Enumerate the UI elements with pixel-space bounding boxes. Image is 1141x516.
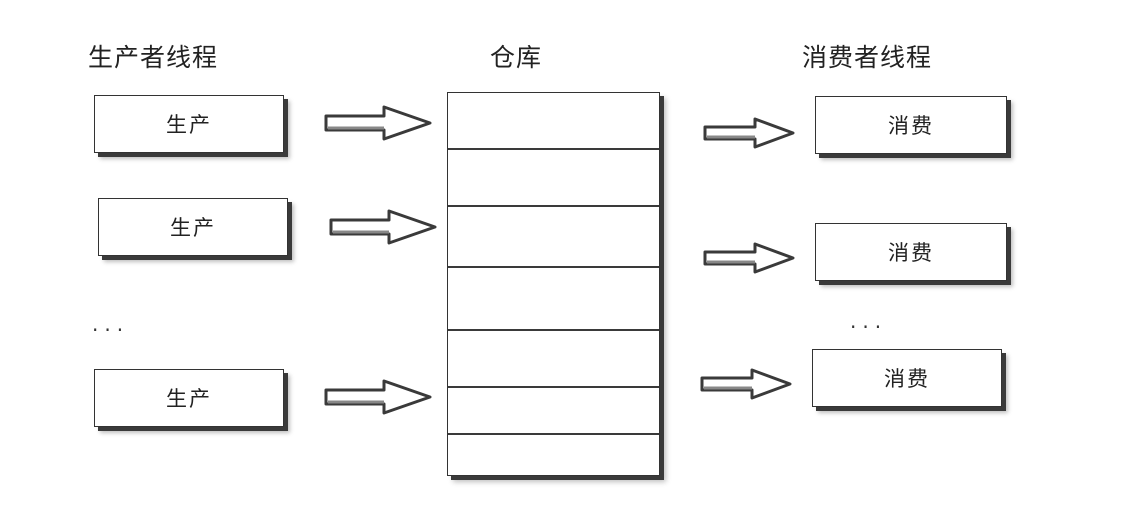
warehouse-slot: [448, 268, 659, 331]
consumer-ellipsis: ...: [850, 309, 888, 333]
consumer-label-2: 消费: [888, 241, 934, 265]
producer-label-1: 生产: [166, 113, 212, 137]
producer-label-3: 生产: [166, 387, 212, 411]
producer-label-2: 生产: [170, 216, 216, 240]
warehouse-slot: [448, 150, 659, 207]
warehouse-buffer: [447, 92, 660, 476]
consumer-label-1: 消费: [888, 114, 934, 138]
consumer-box-2: 消费: [815, 223, 1007, 281]
consumer-label-3: 消费: [884, 367, 930, 391]
warehouse-slot: [448, 93, 659, 150]
consume-arrow-icon-1: [703, 117, 795, 149]
warehouse-heading: 仓库: [490, 43, 543, 72]
consume-arrow-icon-3: [700, 368, 792, 400]
warehouse-slot: [448, 331, 659, 388]
produce-arrow-icon-1: [324, 105, 432, 141]
consumer-threads-heading: 消费者线程: [802, 43, 933, 72]
produce-arrow-icon-2: [329, 209, 437, 245]
consumer-box-1: 消费: [815, 96, 1007, 154]
consume-arrow-icon-2: [703, 242, 795, 274]
producer-box-3: 生产: [94, 369, 284, 427]
producer-box-1: 生产: [94, 95, 284, 153]
producer-box-2: 生产: [98, 198, 288, 256]
warehouse-slot: [448, 207, 659, 268]
producer-threads-heading: 生产者线程: [88, 43, 219, 72]
warehouse-slot: [448, 388, 659, 435]
consumer-box-3: 消费: [812, 349, 1002, 407]
producer-ellipsis: ...: [92, 312, 130, 336]
produce-arrow-icon-3: [324, 379, 432, 415]
